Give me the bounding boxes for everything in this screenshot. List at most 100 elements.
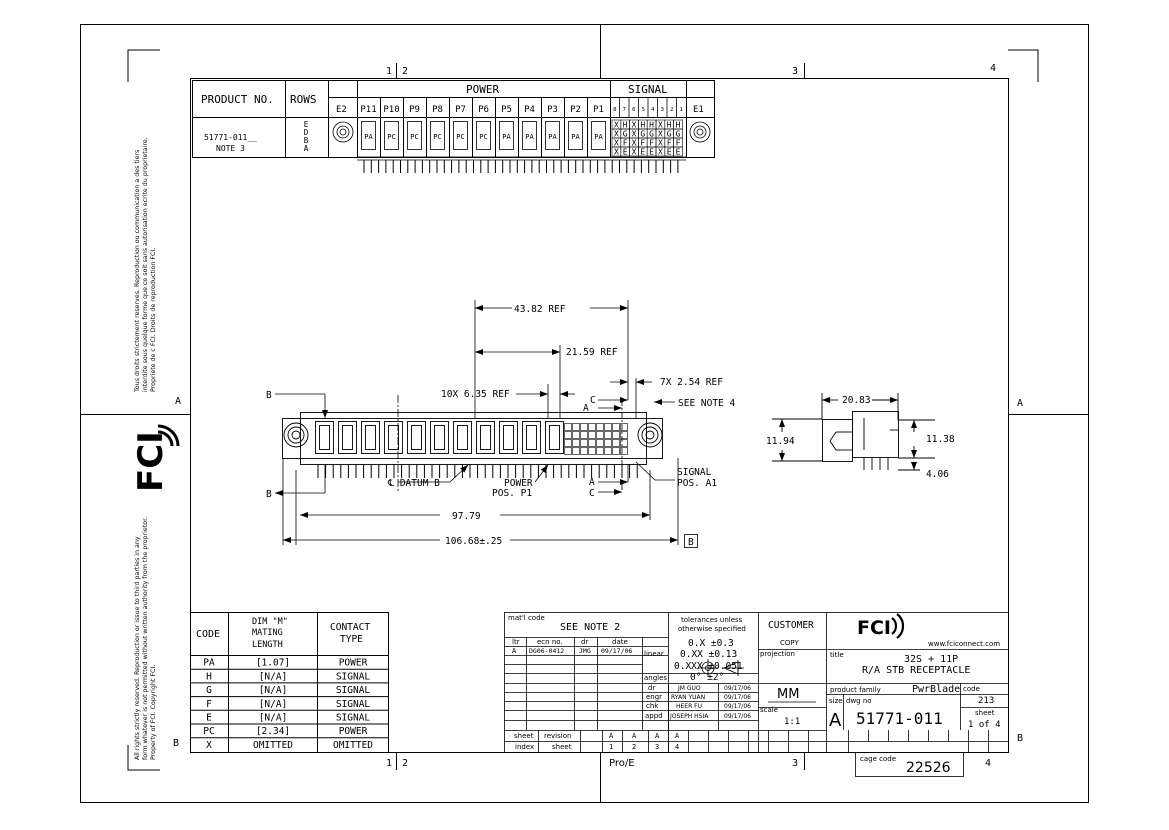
sheet-idx-1: 1	[609, 743, 613, 751]
signal-cell-code: H	[667, 121, 672, 130]
signal-socket	[620, 439, 628, 447]
connector-side-view	[772, 393, 935, 471]
contact-type-cell: OMITTED	[333, 740, 373, 751]
signal-socket	[588, 447, 596, 455]
signal-socket	[620, 431, 628, 439]
cage-code-label: cage code	[860, 755, 896, 763]
power-col-header: P11	[360, 105, 376, 115]
power-contact	[407, 121, 422, 150]
power-contact-code: PA	[548, 133, 557, 141]
e1-header: E1	[693, 105, 704, 115]
contact-type-cell: SIGNAL	[336, 671, 371, 682]
signal-cell-code: E	[623, 148, 628, 157]
english-note-2: form whatever is not permitted without w…	[142, 517, 149, 760]
signal-cell	[673, 146, 683, 157]
row-letter: A	[304, 144, 309, 153]
product-family-label: product family	[830, 686, 881, 694]
signal-cell-code: G	[649, 130, 654, 139]
svg-text:FCI: FCI	[131, 431, 171, 492]
outer-border	[80, 24, 1089, 803]
zone-bottom-1: 1	[386, 758, 392, 769]
power-contact-code: PC	[433, 133, 441, 141]
signal-cell-code: F	[667, 139, 672, 148]
length-cell: OMITTED	[253, 740, 293, 751]
zone-bottom-3: 3	[792, 758, 798, 769]
dim-10x-6-35: 10X 6.35 REF	[441, 389, 510, 400]
contact-header: CONTACT	[330, 622, 370, 633]
power-contact	[453, 121, 468, 150]
title-label: title	[830, 651, 844, 659]
power-contact-code: PA	[364, 133, 373, 141]
signal-col-header: 7	[623, 107, 626, 113]
pro-e-label: Pro/E	[609, 758, 635, 769]
dim-m-header: DIM "M"	[252, 617, 288, 627]
signal-socket	[580, 439, 588, 447]
copy-label: COPY	[780, 639, 799, 647]
power-col-header: P8	[432, 105, 443, 115]
power-slot	[430, 421, 449, 454]
code-cell: X	[206, 740, 212, 751]
signal-cell-code: F	[640, 139, 645, 148]
rev-date: 09/17/06	[601, 647, 632, 655]
power-contact	[522, 121, 537, 150]
signal-socket	[580, 447, 588, 455]
power-contact-code: PC	[479, 133, 487, 141]
units-mm: MM	[777, 687, 799, 702]
power-col-header: P10	[383, 105, 399, 115]
signal-socket	[564, 423, 572, 431]
signal-cell-code: F	[623, 139, 628, 148]
signal-cell-code: E	[640, 148, 645, 157]
signal-socket	[612, 447, 620, 455]
inner-border	[190, 78, 1009, 753]
product-family-value: PwrBlade	[912, 684, 960, 695]
signal-socket	[588, 439, 596, 447]
dim-43-82: 43.82 REF	[514, 304, 566, 315]
signal-socket	[620, 447, 628, 455]
zone-bottom-2: 2	[402, 758, 408, 769]
chk-label: chk	[646, 702, 659, 710]
signal-socket	[596, 447, 604, 455]
length-cell: [1.07]	[256, 658, 290, 669]
signal-col-header: 2	[670, 107, 673, 113]
tol-3: 0.XXX ±0.051	[674, 661, 743, 672]
linear-label: linear	[644, 650, 664, 658]
zone-left-b: B	[173, 738, 179, 749]
mating-header: MATING	[252, 628, 283, 638]
connector-end-view	[332, 121, 711, 161]
signal-socket	[604, 431, 612, 439]
signal-cell-code: X	[632, 121, 637, 130]
signal-cell-code: H	[640, 121, 645, 130]
code-header: CODE	[196, 629, 220, 640]
power-slot-inner	[526, 425, 537, 450]
signal-cell-code: X	[614, 121, 619, 130]
signal-socket	[572, 423, 580, 431]
power-slot-inner	[388, 425, 399, 450]
power-slot	[315, 421, 334, 454]
section-c-top: C	[590, 395, 596, 406]
zone-top-4: 4	[990, 63, 996, 74]
customer-label: CUSTOMER	[768, 620, 814, 631]
e2-header: E2	[336, 105, 347, 115]
dim-11-94: 11.94	[766, 436, 795, 447]
engr-label: engr	[646, 693, 662, 701]
power-col-header: P3	[547, 105, 558, 115]
cage-code-value: 22526	[906, 760, 951, 776]
datum-b-label: ℄ DATUM B	[387, 478, 440, 489]
section-b-top: B	[266, 390, 272, 401]
signal-cell-code: H	[623, 121, 628, 130]
code-cell: G	[206, 685, 212, 696]
section-b-bottom: B	[266, 489, 272, 500]
power-slot-inner	[365, 425, 376, 450]
signal-socket	[588, 423, 596, 431]
signal-socket	[564, 431, 572, 439]
signal-cell-code: E	[667, 148, 672, 157]
size-label: size	[829, 697, 843, 705]
signal-cell-code: X	[632, 139, 637, 148]
power-contact-code: PC	[456, 133, 464, 141]
tol-4: 0° ±2°	[690, 672, 724, 683]
power-contact	[545, 121, 560, 150]
power-slot-inner	[503, 425, 514, 450]
pos-p1-label: POS. P1	[492, 488, 532, 499]
contact-type-cell: SIGNAL	[336, 713, 371, 724]
